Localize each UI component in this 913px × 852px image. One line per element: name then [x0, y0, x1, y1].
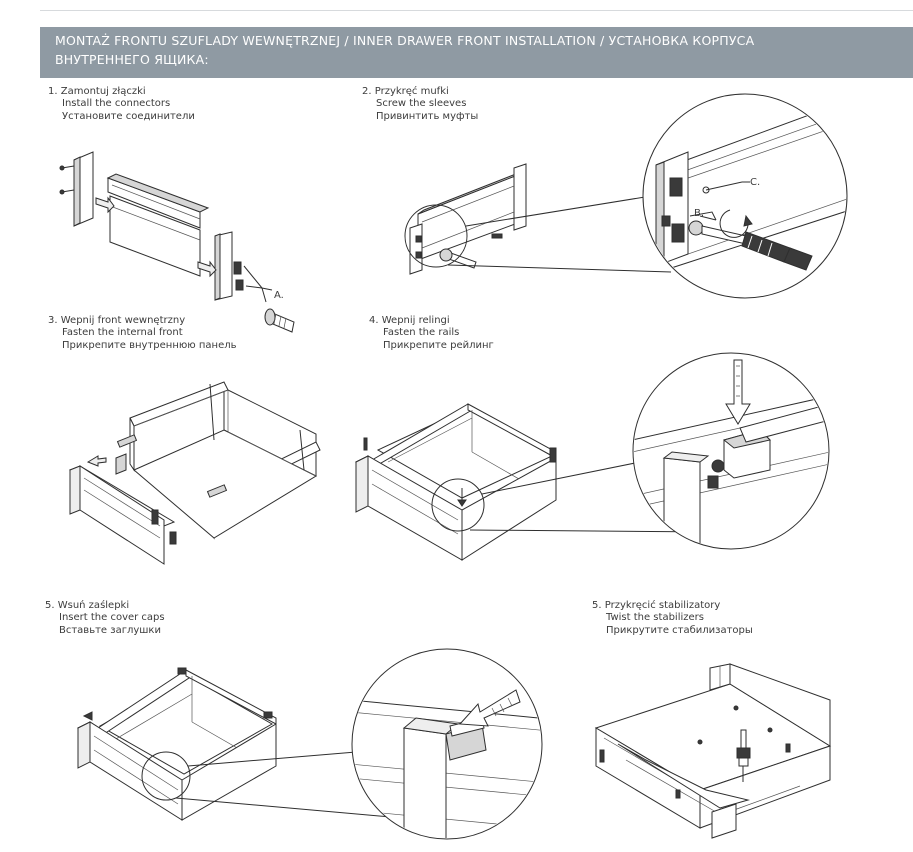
step-1-caption: 1. Zamontuj złączki Install the connecto…: [48, 86, 195, 123]
step-2-caption: 2. Przykręć mufki Screw the sleeves Прив…: [362, 86, 478, 123]
section-header: MONTAŻ FRONTU SZUFLADY WEWNĘTRZNEJ / INN…: [40, 27, 913, 78]
step-text-pl: Przykręć mufki: [374, 86, 449, 97]
step-3-illustration: [70, 382, 320, 564]
step-text-en: Install the connectors: [62, 98, 171, 110]
step-text-pl: Zamontuj złączki: [60, 86, 146, 97]
step-number: 3.: [48, 315, 58, 326]
step-text-en: Twist the stabilizers: [606, 612, 704, 624]
step-number: 5.: [592, 600, 602, 611]
step-text-en: Fasten the internal front: [62, 327, 183, 339]
step-number: 5.: [45, 600, 55, 611]
callout-c: C.: [750, 177, 760, 188]
step-text-pl: Wepnij front wewnętrzny: [60, 315, 186, 326]
step-4-caption: 4. Wepnij relingi Fasten the rails Прикр…: [369, 315, 494, 352]
connector-icon: [737, 730, 750, 782]
step-4-illustration: [356, 404, 716, 560]
step-text-ru: Вставьте заглушки: [59, 624, 161, 636]
callout-b: B.: [694, 208, 704, 219]
header-title-line-1: MONTAŻ FRONTU SZUFLADY WEWNĘTRZNEJ / INN…: [55, 33, 755, 48]
step-text-en: Fasten the rails: [383, 327, 460, 339]
step-2-illustration: [405, 164, 671, 274]
step-3-caption: 3. Wepnij front wewnętrzny Fasten the in…: [48, 315, 237, 352]
screwdriver-icon: [702, 210, 812, 270]
step-text-pl: Przykręcić stabilizatory: [604, 600, 721, 611]
step-text-ru: Прикрутите стабилизаторы: [606, 624, 753, 636]
step-6-illustration: [596, 664, 830, 838]
callout-a: A.: [274, 290, 284, 301]
step-5-detail-zoom: [350, 649, 560, 852]
step-text-en: Screw the sleeves: [376, 98, 467, 110]
top-divider: [40, 10, 913, 11]
step-5-caption: 5. Wsuń zaślepki Insert the cover caps В…: [45, 600, 165, 637]
sleeve-icon: [265, 309, 294, 332]
step-1-illustration: [60, 152, 294, 332]
header-title-line-2: ВНУТРЕННЕГО ЯЩИКА:: [55, 52, 209, 67]
step-4-detail-zoom: [632, 353, 830, 560]
step-number: 4.: [369, 315, 379, 326]
step-text-ru: Прикрепите рейлинг: [383, 339, 494, 351]
step-text-pl: Wsuń zaślepki: [57, 600, 130, 611]
step-2-detail-zoom: [643, 94, 850, 298]
step-text-pl: Wepnij relingi: [381, 315, 450, 326]
step-number: 1.: [48, 86, 58, 97]
step-number: 2.: [362, 86, 372, 97]
step-6-caption: 5. Przykręcić stabilizatory Twist the st…: [592, 600, 753, 637]
arrow-left-icon: [460, 690, 520, 726]
step-text-ru: Установите соединители: [62, 110, 195, 122]
arrow-down-icon: [726, 360, 750, 424]
step-text-ru: Привинтить муфты: [376, 110, 479, 122]
step-text-ru: Прикрепите внутреннюю панель: [62, 339, 237, 351]
step-5-illustration: [78, 668, 424, 820]
step-text-en: Insert the cover caps: [59, 612, 165, 624]
